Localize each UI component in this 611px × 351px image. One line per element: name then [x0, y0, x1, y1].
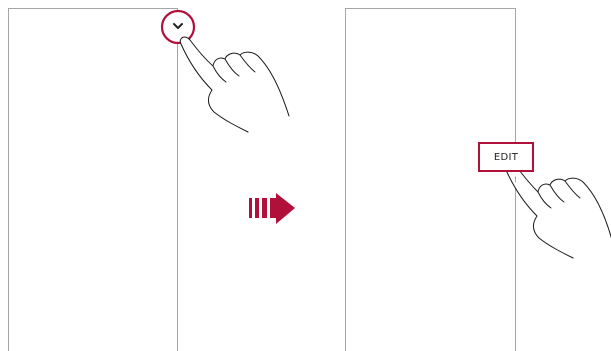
chevron-down-icon[interactable] — [162, 11, 194, 43]
tap-hand-icon — [180, 37, 289, 132]
tap-hand-icon — [506, 163, 611, 258]
edit-button-label: EDIT — [494, 152, 518, 163]
edit-button[interactable]: EDIT — [478, 142, 534, 172]
next-step-arrow-icon — [249, 193, 295, 224]
